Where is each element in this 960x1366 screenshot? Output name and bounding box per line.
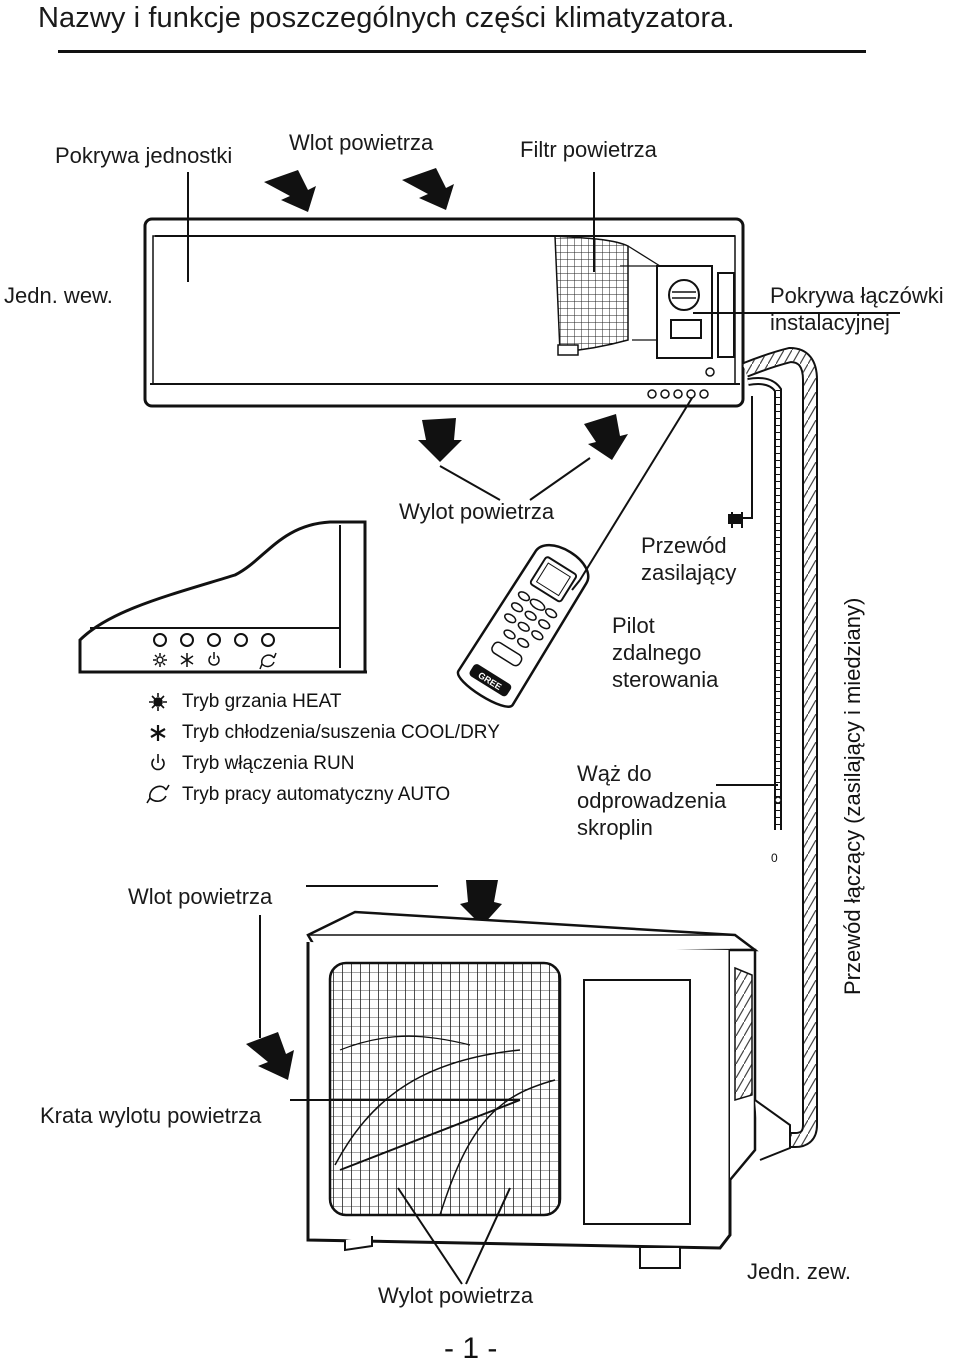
label-outdoor-unit: Jedn. zew. bbox=[747, 1259, 851, 1284]
label-remote: Pilot zdalnego sterowania bbox=[612, 613, 719, 692]
label-indoor-unit: Jedn. wew. bbox=[4, 283, 113, 308]
page-number: - 1 - bbox=[444, 1332, 498, 1365]
snowflake-icon bbox=[180, 653, 194, 667]
outdoor-inlet-arrow-icon-2 bbox=[246, 1032, 294, 1080]
legend-power-icon bbox=[151, 754, 165, 771]
outlet-arrow-icon bbox=[418, 418, 462, 462]
indicator-panel-closeup bbox=[78, 520, 367, 674]
heat-icon bbox=[153, 653, 167, 667]
label-air-outlet-outdoor: Wylot powietrza bbox=[378, 1283, 534, 1308]
page-title: Nazwy i funkcje poszczególnych części kl… bbox=[38, 2, 735, 34]
outdoor-inlet-arrow-icon bbox=[460, 880, 502, 926]
label-air-filter: Filtr powietrza bbox=[520, 137, 657, 162]
panel-indicator-lights bbox=[153, 633, 275, 647]
auto-icon bbox=[259, 652, 277, 670]
inlet-arrow-icon bbox=[264, 170, 316, 212]
legend-snowflake-icon bbox=[150, 725, 166, 741]
outdoor-leader-lines bbox=[259, 784, 778, 1285]
label-air-inlet-outdoor: Wlot powietrza bbox=[128, 884, 273, 909]
svg-text:0: 0 bbox=[771, 851, 778, 865]
outlet-arrow-icon-2 bbox=[584, 414, 628, 460]
indoor-leader-lines bbox=[187, 172, 900, 501]
indoor-unit bbox=[143, 217, 745, 408]
label-air-inlet-top: Wlot powietrza bbox=[289, 130, 434, 155]
indoor-indicator-lights bbox=[647, 389, 709, 399]
connecting-pipe: 0 bbox=[728, 346, 818, 1148]
label-terminal-cover: Pokrywa łączówki instalacyjnej bbox=[770, 283, 944, 335]
power-icon bbox=[208, 652, 220, 666]
label-unit-cover: Pokrywa jednostki bbox=[55, 143, 233, 168]
legend-icons bbox=[146, 693, 170, 804]
title-underline bbox=[58, 50, 866, 53]
label-air-outlet-indoor: Wylot powietrza bbox=[399, 499, 555, 524]
panel-mode-icons bbox=[153, 652, 277, 670]
label-outlet-grille: Krata wylotu powietrza bbox=[40, 1103, 262, 1128]
remote-control: GREE bbox=[457, 543, 590, 708]
outdoor-unit bbox=[306, 910, 791, 1269]
label-drain-hose: Wąż do odprowadzenia skroplin bbox=[577, 761, 727, 840]
legend-heat-icon bbox=[149, 693, 167, 711]
label-power-cord: Przewód zasilający bbox=[641, 533, 737, 585]
label-connecting-pipe: Przewód łączący (zasilający i miedziany) bbox=[840, 597, 865, 995]
inlet-arrow-icon-2 bbox=[402, 168, 454, 210]
legend-auto-icon bbox=[146, 784, 170, 804]
